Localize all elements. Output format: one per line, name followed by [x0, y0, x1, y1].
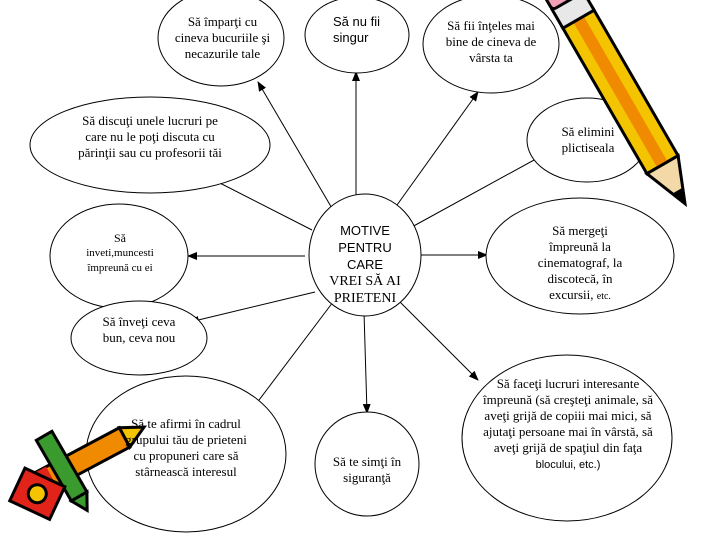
arrow-to-interesting [400, 302, 478, 380]
center-line-5: PRIETENI [315, 290, 415, 307]
learn-work-line3: împreună cu ei [70, 261, 170, 276]
center-line-2: PENTRU [315, 239, 415, 256]
learn-good-text: Să înveţi ceva bun, ceva nou [92, 314, 186, 346]
interesting-tail: blocului, etc.) [536, 459, 601, 471]
boredom-text: Să elimini plictiseala [550, 124, 626, 156]
learn-work-line2: inveti,muncesti [70, 246, 170, 261]
center-title: MOTIVE PENTRU CARE VREI SĂ AI PRIETENI [315, 222, 415, 307]
safe-text: Să te simţi în siguranţă [330, 454, 404, 486]
discuss-text: Să discuţi unele lucruri pe care nu le p… [70, 113, 230, 161]
arrow-to-affirm [250, 302, 333, 412]
interesting-text: Să faceţi lucruri interesante împreună (… [480, 376, 656, 473]
center-line-4: VREI SĂ AI [315, 273, 415, 290]
outings-etc: etc. [597, 291, 611, 302]
learn-work-text: Să inveti,muncesti împreună cu ei [70, 231, 170, 276]
arrow-to-learn-good [190, 292, 315, 322]
outings-text: Să mergeţi împreună la cinematograf, la … [528, 223, 632, 305]
not-alone-text: Să nu fii singur [333, 14, 393, 46]
arrow-to-discuss [210, 178, 312, 230]
share-text: Să împarţi cu cineva bucuriile şi necazu… [170, 14, 275, 62]
center-line-1: MOTIVE [315, 222, 415, 239]
affirm-text: Să te afirmi în cadrul grupului tău de p… [120, 416, 252, 480]
arrow-to-understood [392, 92, 478, 212]
learn-work-line1: Să [70, 231, 170, 246]
understood-text: Să fii înţeles mai bine de cineva de vâr… [440, 18, 542, 66]
interesting-main: Să faceţi lucruri interesante împreună (… [483, 376, 653, 455]
center-line-3: CARE [315, 256, 415, 273]
arrow-to-safe [364, 312, 367, 413]
